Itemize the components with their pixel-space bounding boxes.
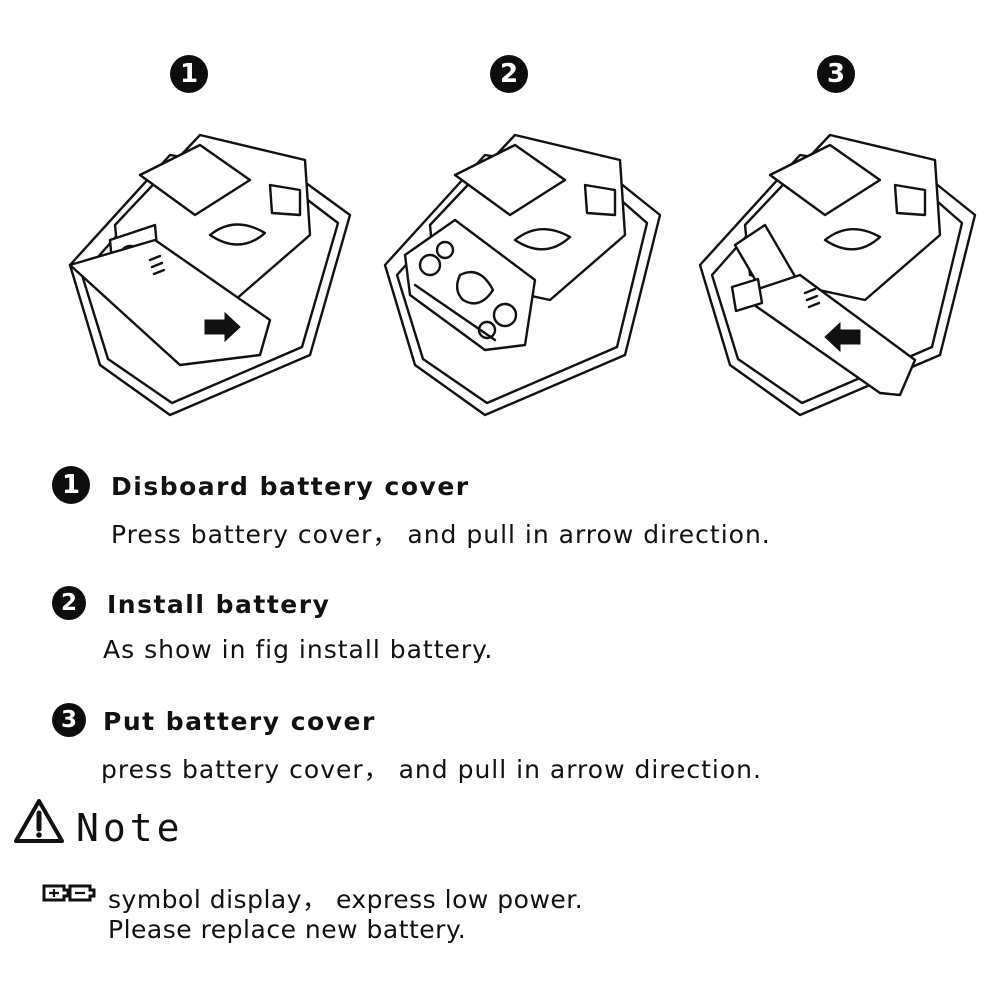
replace-cover-illustration xyxy=(698,133,977,417)
step-3-badge: 3 xyxy=(52,703,86,737)
step-2-body: As show in fig install battery. xyxy=(103,635,494,664)
step-1-badge: 1 xyxy=(52,466,90,504)
note-line-1: symbol display， express low power. xyxy=(108,885,584,914)
step-2-badge: 2 xyxy=(52,586,86,620)
step-2-title: Install battery xyxy=(107,590,331,619)
low-battery-symbol-icon xyxy=(42,884,96,902)
figure-2-badge: 2 xyxy=(490,55,528,93)
note-title: Note xyxy=(76,806,184,850)
figure-3-badge: 3 xyxy=(817,55,855,93)
step-3-body: press battery cover， and pull in arrow d… xyxy=(101,755,762,784)
step-3-title: Put battery cover xyxy=(103,707,376,736)
step-1-title: Disboard battery cover xyxy=(111,472,470,501)
step-1-body: Press battery cover， and pull in arrow d… xyxy=(111,520,771,549)
warning-triangle-icon xyxy=(14,799,64,843)
remove-cover-illustration xyxy=(68,133,352,417)
note-line-2: Please replace new battery. xyxy=(108,915,467,944)
install-battery-illustration xyxy=(383,133,662,417)
figure-1-badge: 1 xyxy=(170,55,208,93)
